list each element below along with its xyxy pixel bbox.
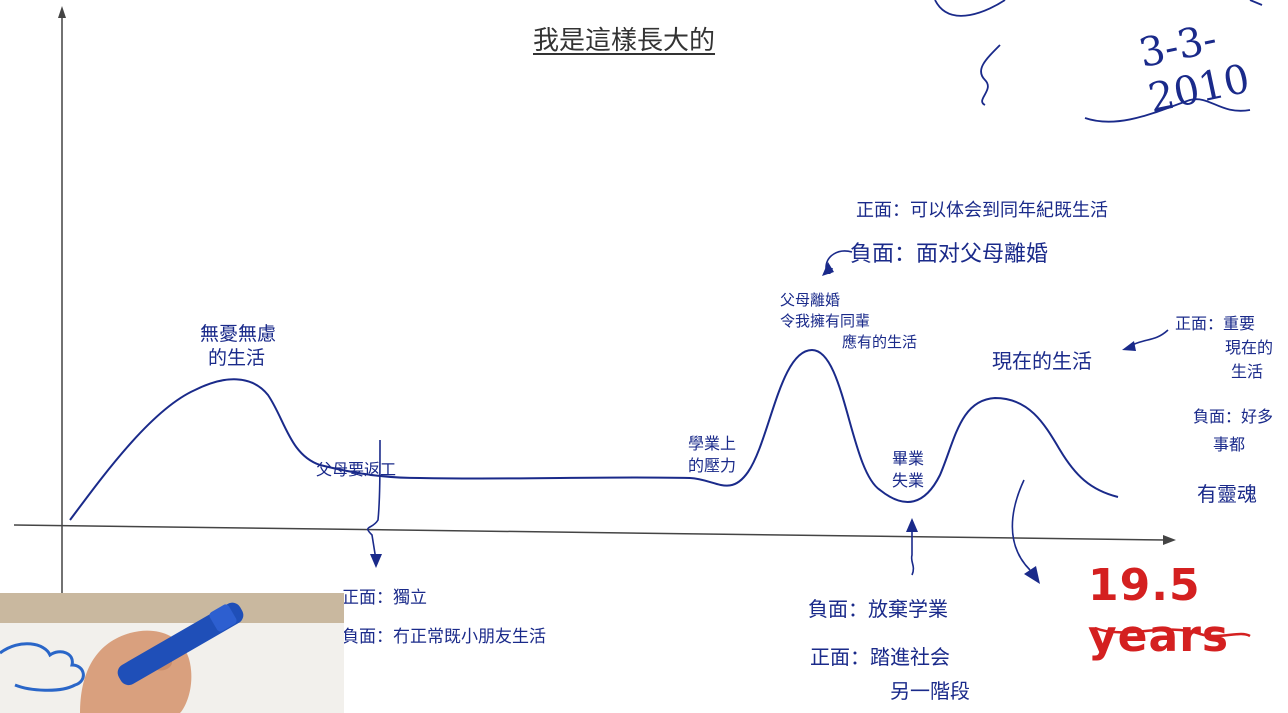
current-positive-line-1: 正面：重要	[1175, 314, 1256, 333]
current-life-label: 現在的生活	[992, 349, 1092, 373]
dip1-label: 父母要返工	[316, 460, 397, 479]
inset-background-top	[0, 593, 344, 623]
inset-drawn-cloud	[0, 642, 85, 692]
peak2-positive-label: 正面：可以体会到同年紀既生活	[856, 200, 1108, 221]
x-axis	[13, 524, 1167, 541]
peak2-line-1: 父母離婚	[780, 291, 841, 309]
y-axis-arrowhead	[58, 6, 66, 18]
dip1-arrow	[367, 439, 381, 561]
dip3-label: 畢業 失業	[892, 448, 924, 492]
dip3-arrow	[910, 520, 915, 576]
dip1-negative-label: 負面：冇正常既小朋友生活	[342, 627, 546, 647]
peak2-line-3: 應有的生活	[842, 333, 918, 351]
age-label: 19.5 years	[1088, 560, 1230, 662]
current-positive-label: 正面：重要 現在的 生活	[1175, 312, 1273, 384]
dip3-line-2: 失業	[892, 471, 925, 490]
current-arrowhead	[1122, 341, 1136, 351]
age-underline	[1094, 626, 1251, 638]
inset-marker-cap	[209, 604, 237, 632]
peak2-arrowhead	[822, 262, 834, 276]
school-pressure-line-1: 學業上	[688, 434, 737, 453]
current-negative-label: 負面：好多 事都	[1193, 403, 1273, 459]
dip1-arrowhead	[370, 554, 382, 568]
current-negative-line-2: 事都	[1213, 435, 1246, 454]
video-inset	[0, 593, 344, 713]
school-pressure-line-2: 的壓力	[688, 456, 737, 475]
inset-marker	[117, 602, 244, 686]
dip3-line-1: 畢業	[892, 449, 925, 468]
hand-with-marker-image	[0, 593, 344, 713]
current-positive-line-2: 現在的	[1225, 338, 1274, 357]
dip3-arrowhead	[906, 518, 918, 532]
peak2-negative-label: 負面：面对父母離婚	[850, 242, 1049, 267]
date-scribble	[934, 0, 1263, 123]
school-pressure-label: 學業上 的壓力	[688, 433, 736, 477]
dip1-positive-label: 正面：獨立	[342, 588, 427, 608]
peak1-label: 無憂無慮 的生活	[200, 322, 276, 370]
future-label: 有靈魂	[1197, 482, 1257, 506]
dip3-positive-line-2: 另一階段	[890, 679, 970, 703]
dip3-positive-line-1: 正面：踏進社会	[810, 645, 950, 669]
life-curve	[69, 348, 1119, 521]
future-arrow	[1011, 479, 1031, 571]
diagram-title: 我是這樣長大的	[533, 26, 716, 56]
future-arrowhead	[1024, 566, 1040, 584]
current-arrow	[1129, 329, 1169, 347]
dip3-negative-label: 負面：放棄学業	[808, 597, 948, 621]
current-negative-line-1: 負面：好多	[1193, 407, 1274, 426]
peak1-line-1: 無憂無慮	[200, 323, 277, 345]
dip3-positive-label: 正面：踏進社会 另一階段	[810, 640, 970, 708]
current-positive-line-3: 生活	[1231, 362, 1264, 381]
peak2-line-2: 令我擁有同輩	[780, 312, 871, 330]
peak1-line-2: 的生活	[208, 347, 266, 369]
peak2-label: 父母離婚 令我擁有同輩 應有的生活	[780, 290, 917, 353]
x-axis-arrowhead	[1163, 535, 1176, 545]
